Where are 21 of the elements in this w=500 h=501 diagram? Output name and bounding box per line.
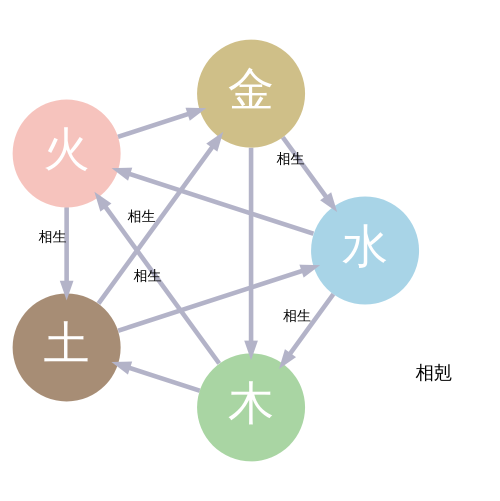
edge-label: 相生	[134, 268, 162, 285]
arrow	[94, 192, 222, 365]
label: 相剋	[415, 362, 452, 384]
node-circle: 木	[197, 353, 306, 462]
arrow	[280, 136, 338, 212]
arrow	[118, 264, 320, 333]
node-circle: 金	[197, 40, 306, 148]
arrow	[244, 148, 258, 360]
arrow	[96, 132, 224, 305]
arrow	[278, 292, 336, 369]
edge-label: 相生	[38, 229, 66, 246]
node-circle: 水	[311, 196, 420, 304]
arrow	[112, 168, 314, 236]
arrow	[117, 108, 206, 140]
edge-label: 相生	[127, 208, 156, 225]
edge-label: 相生	[276, 152, 304, 168]
edge-label: 相生	[283, 308, 312, 324]
arrow	[111, 362, 200, 393]
node-circle: 火	[12, 100, 121, 208]
arrow	[60, 208, 74, 300]
node-circle: 土	[12, 293, 121, 402]
